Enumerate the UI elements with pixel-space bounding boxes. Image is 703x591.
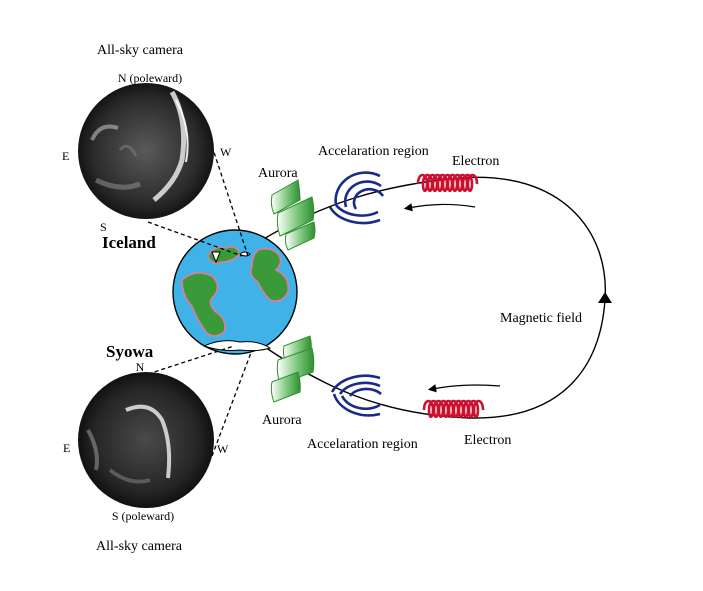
aurora-top-label: Aurora	[258, 166, 298, 181]
syowa-label: Syowa	[106, 342, 154, 361]
camera-sight-lines	[147, 145, 253, 457]
acceleration-region-bottom-label: Accelaration region	[307, 437, 418, 452]
top-camera-south-label: S	[100, 220, 107, 234]
bottom-camera-south-label: S (poleward)	[112, 509, 174, 523]
aurora-curtain-bottom	[270, 335, 315, 403]
electron-helix-bottom	[422, 399, 485, 419]
magnetic-field-arrow	[598, 292, 612, 303]
top-camera-east-label: E	[62, 149, 69, 163]
bottom-all-sky-camera-image	[78, 372, 214, 508]
bottom-camera-west-label: W	[217, 442, 229, 456]
electron-flow-arrow-top	[403, 203, 476, 212]
electron-top-label: Electron	[452, 154, 499, 169]
magnetic-field-label: Magnetic field	[500, 311, 582, 326]
top-camera-west-label: W	[220, 145, 232, 159]
electron-bottom-label: Electron	[464, 433, 511, 448]
bottom-camera-title: All-sky camera	[96, 539, 183, 554]
top-camera-title: All-sky camera	[97, 43, 184, 58]
aurora-bottom-label: Aurora	[262, 413, 302, 428]
electron-helix-top	[416, 173, 479, 193]
aurora-curtain-top	[270, 179, 316, 251]
bottom-camera-north-label: N	[136, 360, 145, 374]
bottom-camera-east-label: E	[63, 441, 70, 455]
electron-flow-arrow-bottom	[427, 384, 501, 393]
iceland-label: Iceland	[102, 233, 156, 252]
acceleration-region-top-label: Accelaration region	[318, 144, 429, 159]
top-all-sky-camera-image	[78, 83, 214, 219]
acceleration-region-top	[328, 171, 385, 225]
earth-globe	[172, 229, 298, 355]
acceleration-region-bottom	[330, 374, 382, 417]
top-camera-north-label: N (poleward)	[118, 71, 182, 85]
